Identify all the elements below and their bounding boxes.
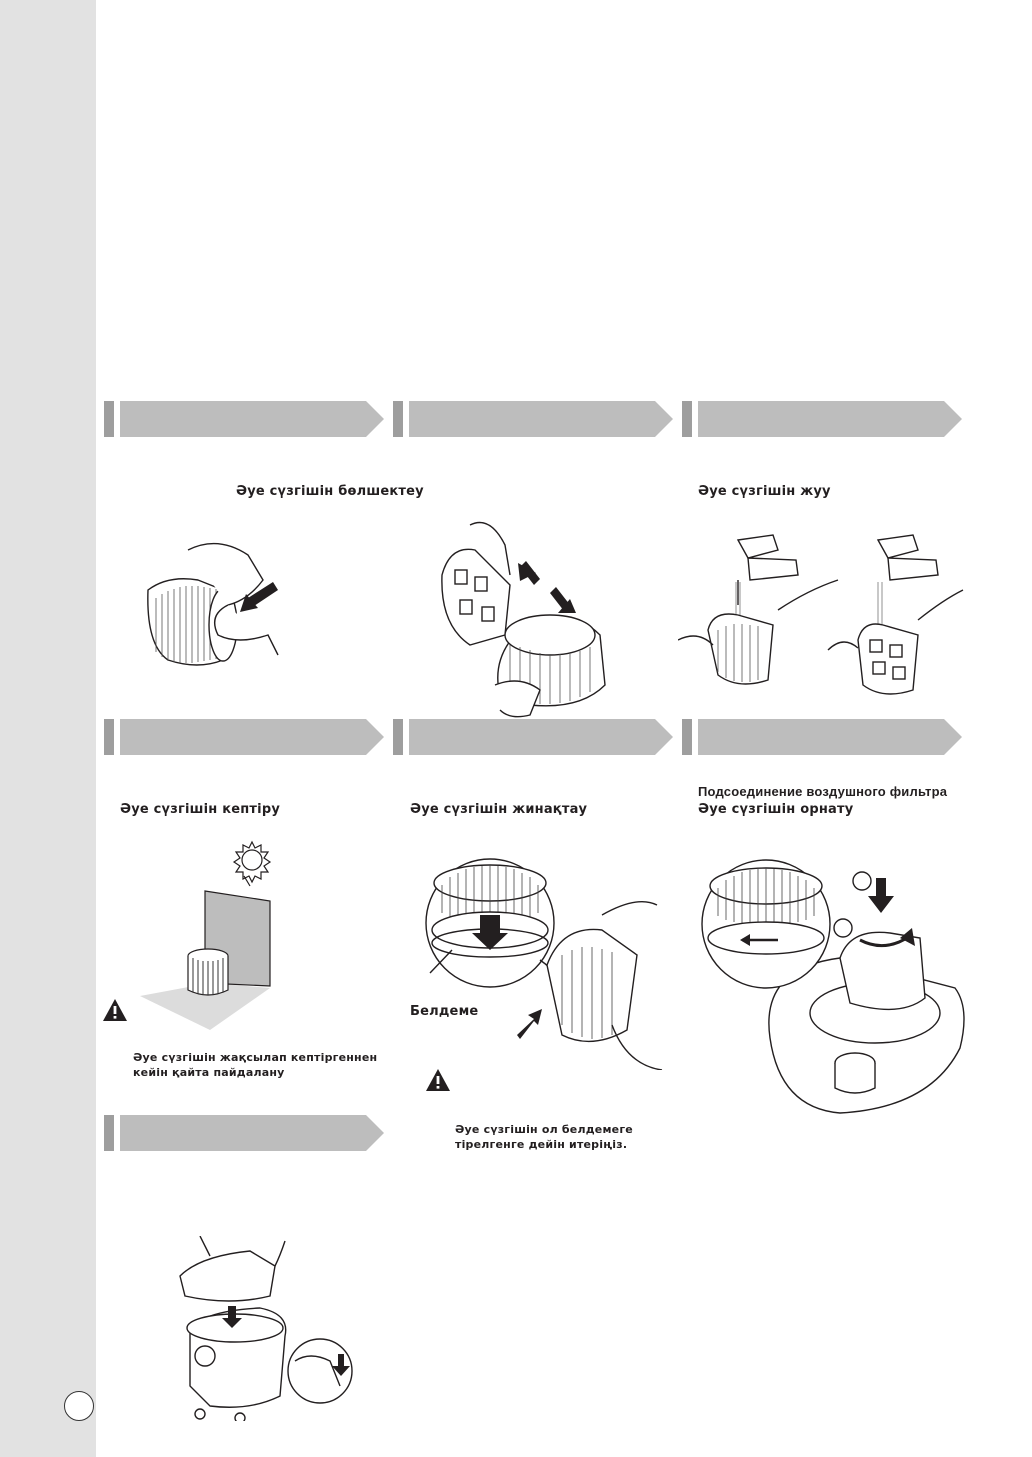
install-illustration xyxy=(700,858,970,1118)
disassemble-caption: Әуе сүзгішін бөлшектеу xyxy=(236,484,424,499)
sun-icon xyxy=(232,840,272,887)
assemble-caption: Әуе сүзгішін жинақтау xyxy=(410,802,588,817)
ring-label: Белдеме xyxy=(410,1004,479,1019)
install-caption-kz: Әуе сүзгішін орнату xyxy=(698,802,854,817)
warning-triangle-icon xyxy=(425,1068,451,1092)
separate-illustration xyxy=(430,515,620,720)
step-header-5 xyxy=(393,719,673,755)
dry-caption: Әуе сүзгішін кептіру xyxy=(120,802,280,817)
dry-note-line1: Әуе сүзгішін жақсылап кептіргеннен xyxy=(133,1051,378,1064)
wash-caption: Әуе сүзгішін жуу xyxy=(698,484,831,499)
assemble-note-line1: Әуе сүзгішін ол белдемеге xyxy=(455,1123,633,1136)
step-header-2 xyxy=(393,401,673,437)
dry-illustration xyxy=(140,838,280,1033)
assemble-note-line2: тірелгенге дейін итеріңіз. xyxy=(455,1138,628,1151)
step-header-6 xyxy=(682,719,962,755)
wash-illustration xyxy=(677,520,968,715)
step-header-4 xyxy=(104,719,384,755)
warning-triangle-icon xyxy=(102,998,128,1022)
step-header-1 xyxy=(104,401,384,437)
install-caption-ru: Подсоединение воздушного фильтра xyxy=(698,784,948,799)
step-header-3 xyxy=(682,401,962,437)
step-header-7 xyxy=(104,1115,384,1151)
close-cover-illustration xyxy=(170,1235,355,1424)
dry-note-line2: кейін қайта пайдалану xyxy=(133,1066,285,1079)
page-number-circle xyxy=(64,1391,94,1421)
side-strip xyxy=(0,0,96,1457)
disassemble-illustration xyxy=(128,520,298,690)
assemble-illustration xyxy=(422,855,667,1071)
